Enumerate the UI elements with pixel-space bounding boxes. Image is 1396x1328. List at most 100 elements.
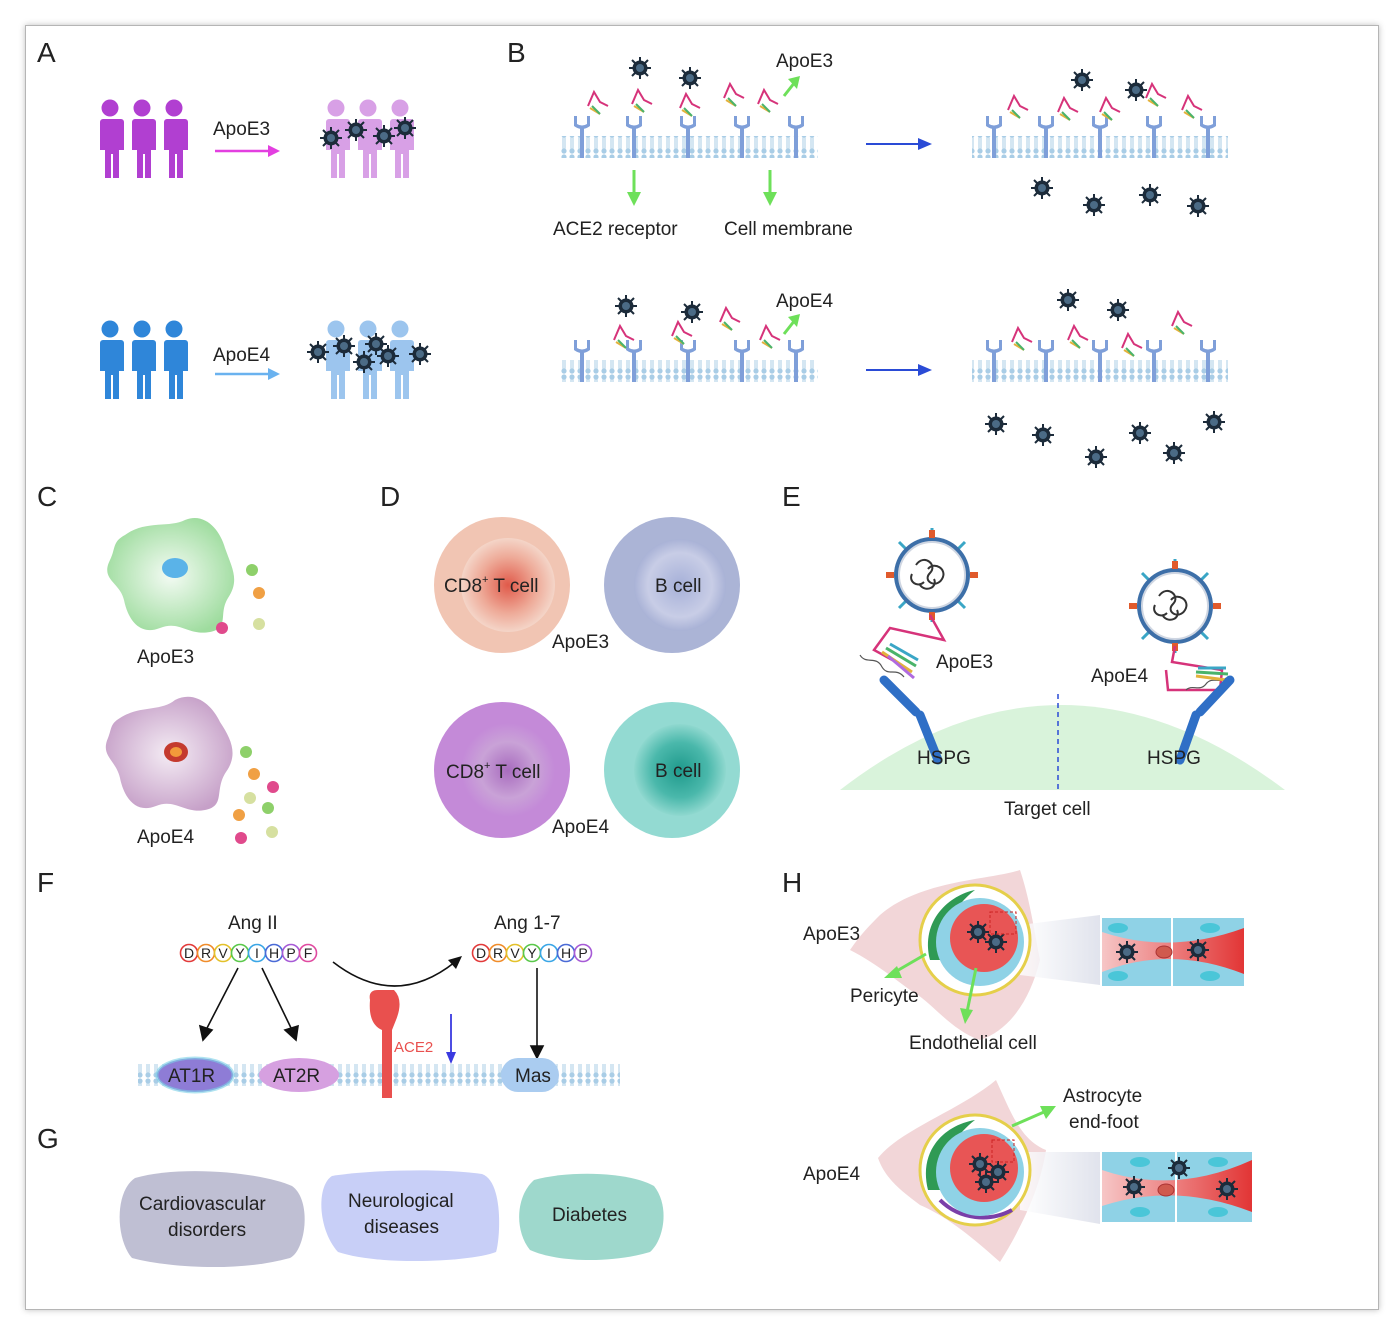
ace2-label: ACE2 — [394, 1039, 433, 1056]
panel-letter-e: E — [782, 481, 801, 512]
panel-letter-f: F — [37, 867, 54, 898]
ang2-residue: Y — [235, 945, 245, 961]
ace2-enzyme — [369, 990, 400, 1098]
panel-letter-c: C — [37, 481, 57, 512]
panel-a: A ApoE3 ApoE4 — [37, 37, 432, 399]
cytokines-apoe3 — [216, 564, 265, 634]
hspg-right — [1175, 675, 1235, 765]
figure-frame — [25, 25, 1379, 1310]
cardiovascular-blob — [119, 1171, 305, 1268]
panel-letter-d: D — [380, 481, 400, 512]
green-arrow-ace2 — [627, 170, 641, 206]
green-arrow-endothelial — [960, 967, 978, 1024]
mas-label: Mas — [515, 1066, 551, 1087]
ang17-residue: P — [578, 945, 587, 961]
target-cell-shape — [840, 705, 1285, 790]
panel-letter-b: B — [507, 37, 526, 68]
apoe3-molecules-top-left — [587, 83, 779, 117]
ang2-residue: H — [269, 945, 279, 961]
vessel-longitudinal-bottom — [1102, 1152, 1252, 1222]
apoe3-molecules-top-right — [1007, 83, 1203, 121]
neuro-line2: diseases — [364, 1217, 439, 1238]
mas-receptor — [501, 1058, 559, 1092]
hspg-label-left: HSPG — [917, 748, 971, 769]
e-label-apoe3: ApoE3 — [936, 652, 993, 673]
panel-d: D CD8+ T cell B cell ApoE3 CD8+ T cell B… — [380, 481, 740, 838]
viruses-bottom-left — [614, 294, 704, 324]
ang17-label: Ang 1-7 — [494, 913, 561, 934]
arrow-label-apoe4: ApoE4 — [213, 345, 270, 366]
pericyte-label: Pericyte — [850, 986, 919, 1007]
e-label-apoe4: ApoE4 — [1091, 666, 1148, 687]
bcell-label-top: B cell — [655, 576, 701, 597]
vessel-longitudinal-top — [1102, 918, 1244, 986]
panel-letter-h: H — [782, 867, 802, 898]
diabetes-blob — [519, 1173, 664, 1261]
hspg-left — [879, 675, 943, 765]
blue-arrow-bottom — [866, 364, 932, 376]
cd8-label-top: CD8 — [444, 576, 482, 597]
cardio-line1: Cardiovascular — [139, 1194, 266, 1215]
at1r-label: AT1R — [168, 1066, 215, 1087]
svg-text:CD8+ T cell: CD8+ T cell — [444, 574, 538, 597]
arrow-label-apoe3: ApoE3 — [213, 119, 270, 140]
diabetes-label: Diabetes — [552, 1205, 627, 1226]
ang17-residue: D — [476, 945, 486, 961]
panel-b: B ApoE3 — [507, 37, 1228, 469]
astrocyte-label-line1: Astrocyte — [1063, 1086, 1142, 1107]
ace2-receptor-label: ACE2 receptor — [553, 219, 678, 240]
astrocyte-label-line2: end-foot — [1069, 1112, 1139, 1133]
sars-cov2-virion-left — [886, 528, 978, 622]
cytokines-apoe4 — [233, 746, 279, 844]
viruses-top-left — [628, 56, 702, 90]
panel-c: C ApoE3 ApoE4 — [37, 481, 279, 848]
neurological-blob — [321, 1170, 500, 1262]
neuro-line1: Neurological — [348, 1191, 454, 1212]
cardio-line2: disorders — [168, 1220, 246, 1241]
green-arrow-pericyte — [884, 952, 927, 978]
green-arrow-apoe3 — [782, 76, 800, 97]
arrow-apoe3 — [215, 145, 280, 157]
panel-h: H ApoE3 Pericyte Endothelial cell — [782, 867, 1252, 1262]
panel-letter-a: A — [37, 37, 56, 68]
ang2-residue-ring — [298, 943, 318, 963]
d-label-apoe3: ApoE3 — [552, 632, 609, 653]
apoe4-people-group — [99, 320, 188, 399]
hspg-label-right: HSPG — [1147, 748, 1201, 769]
h-label-apoe4: ApoE4 — [803, 1164, 860, 1185]
ang2-label: Ang II — [228, 913, 278, 934]
apoe3-people-group — [99, 99, 188, 178]
ang17-residue: I — [547, 945, 551, 961]
endothelial-label: Endothelial cell — [909, 1033, 1037, 1054]
nucleus-apoe3 — [162, 558, 188, 578]
ang2-residue: P — [286, 945, 295, 961]
blue-arrow-top — [866, 138, 932, 150]
conversion-arrow — [332, 956, 462, 987]
b-label-apoe3: ApoE3 — [776, 51, 833, 72]
green-arrow-apoe4 — [782, 314, 800, 335]
panel-e: E ApoE3 HSPG — [782, 481, 1285, 820]
apoe4-helices — [1195, 666, 1229, 682]
target-cell-label: Target cell — [1004, 799, 1091, 820]
sars-cov2-virion-right — [1129, 559, 1221, 653]
bcell-label-bottom: B cell — [655, 761, 701, 782]
apoe3-helices — [881, 642, 919, 680]
ang17-residue: V — [510, 945, 520, 961]
ang2-residue: R — [201, 945, 211, 961]
at2r-receptor — [259, 1058, 339, 1092]
cd8-label-bottom: CD8 — [446, 762, 484, 783]
ang17-residue: H — [561, 945, 571, 961]
membrane-f — [138, 1064, 620, 1086]
at2r-label: AT2R — [273, 1066, 320, 1087]
green-arrow-membrane — [763, 170, 777, 206]
ang17-residue: R — [493, 945, 503, 961]
h-label-apoe3: ApoE3 — [803, 924, 860, 945]
apoe3-linker — [872, 614, 947, 664]
ang2-residue: I — [255, 945, 259, 961]
c-label-apoe4: ApoE4 — [137, 827, 194, 848]
cell-membrane-label: Cell membrane — [724, 219, 853, 240]
